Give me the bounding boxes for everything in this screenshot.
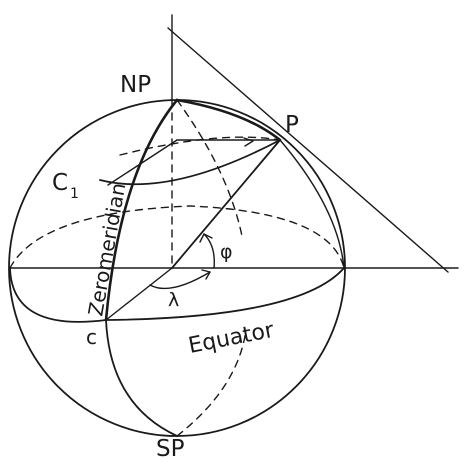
south-pole-label: SP: [156, 436, 185, 462]
longitude-label: λ: [168, 289, 179, 311]
latitude-label: φ: [220, 241, 233, 263]
longitude-arc: [149, 271, 211, 290]
meridian-p-continued: [279, 139, 345, 269]
circle-label: C: [52, 170, 68, 196]
longitude-arrow: [201, 269, 211, 280]
parallel-circle-front: [99, 139, 281, 186]
equator-back: [9, 205, 345, 269]
meridian-through-p: [175, 98, 282, 142]
radius-to-p: [171, 139, 281, 269]
upper-arrow: [243, 137, 254, 147]
equator-front: [9, 267, 345, 323]
meridian-back-upper: [176, 99, 243, 237]
equator-label: Equator: [186, 318, 277, 359]
parallel-radius: [107, 139, 178, 186]
north-pole-label: NP: [120, 72, 151, 98]
circle-subscript-label: 1: [70, 186, 79, 202]
point-label: P: [285, 112, 299, 138]
meridian-back-lower: [176, 329, 247, 437]
zero-meridian-lower: [105, 319, 178, 437]
latitude-arrow: [199, 233, 213, 243]
zero-meridian-label: Zeromeridian: [83, 181, 130, 318]
meridian-point-label: c: [86, 325, 97, 349]
radius-to-c: [105, 267, 173, 321]
zero-meridian-front: [104, 98, 179, 322]
latitude-arc: [203, 233, 215, 269]
parallel-circle-back: [119, 136, 281, 156]
tangent-line: [167, 27, 449, 273]
